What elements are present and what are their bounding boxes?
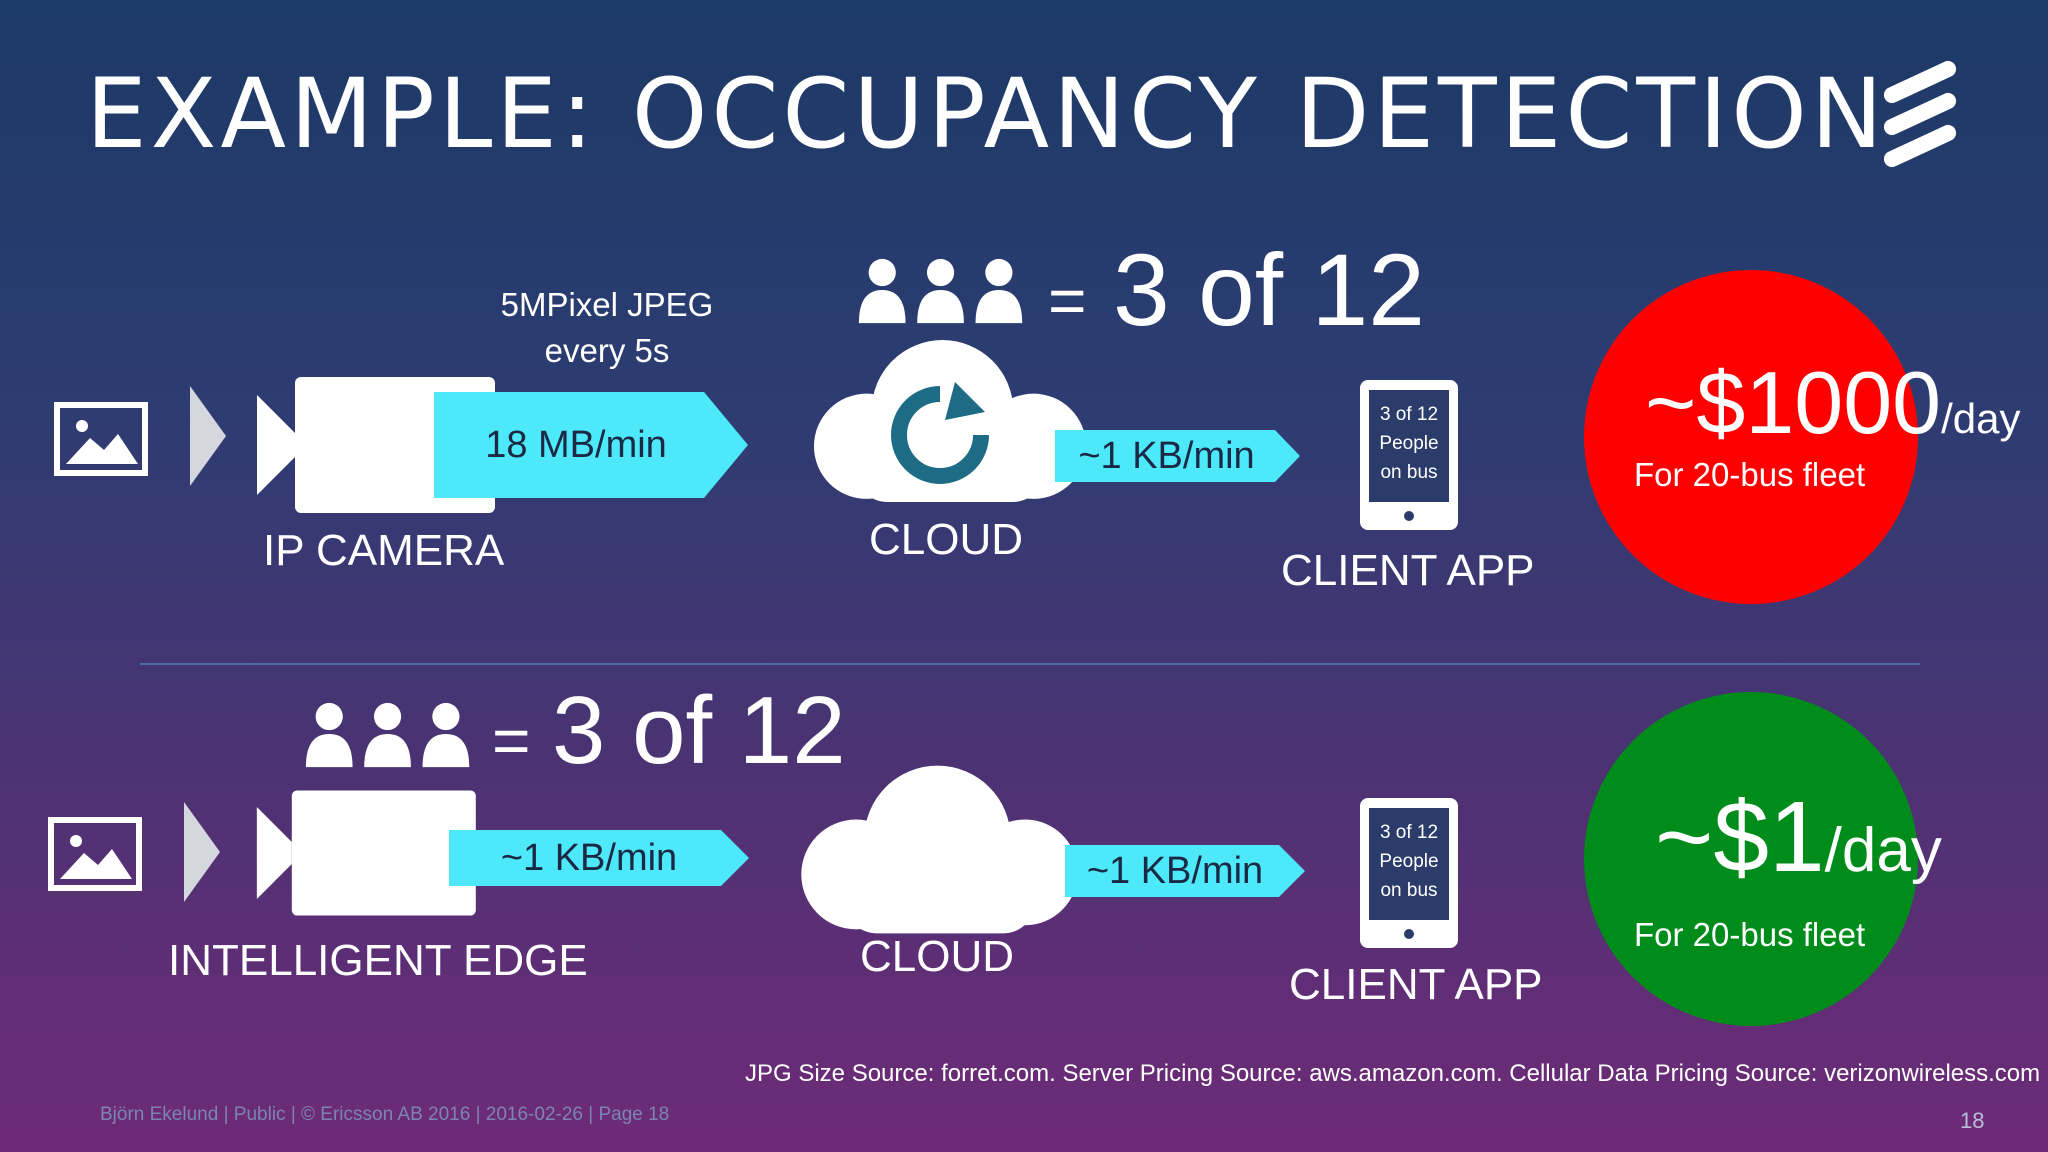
cost-amount: ~$1000 [1645, 353, 1942, 452]
arrow-label: 18 MB/min [485, 423, 667, 466]
data-arrow-cloud: ~1 KB/min [1055, 430, 1300, 482]
cost-note: For 20-bus fleet [1634, 916, 1866, 953]
data-arrow-edge: ~1 KB/min [449, 830, 749, 886]
data-arrow-cloud: ~1 KB/min [1065, 845, 1305, 897]
cost-circle-high [1584, 270, 1918, 604]
image-icon [48, 817, 142, 891]
phone-text: People [1379, 851, 1439, 872]
occupancy-count: 3 of 12 [1113, 233, 1425, 347]
chevron-right-icon [190, 386, 226, 486]
cost-unit: /day [1941, 395, 2021, 442]
cost-note: For 20-bus fleet [1634, 456, 1866, 493]
phone-home-button [1404, 929, 1414, 939]
phone-home-button [1404, 511, 1414, 521]
cost-circle-low [1584, 692, 1918, 1026]
sync-icon [891, 382, 989, 484]
cost-value: ~$1000/day [1645, 352, 2021, 454]
cost-value: ~$1/day [1655, 780, 1942, 895]
phone-screen: 3 of 12 People on bus [1369, 390, 1449, 502]
equals-sign: = [1048, 263, 1087, 337]
phone-screen: 3 of 12 People on bus [1369, 808, 1449, 920]
section-divider [140, 663, 1920, 665]
phone-icon: 3 of 12 People on bus [1360, 798, 1458, 948]
cloud-label: CLOUD [869, 515, 1024, 564]
ericsson-logo [1883, 60, 1957, 168]
ip-camera-label: IP CAMERA [263, 526, 505, 575]
slide-title: EXAMPLE: OCCUPANCY DETECTION [86, 58, 1887, 170]
cloud-icon [801, 765, 1078, 934]
people-icon [305, 702, 470, 768]
phone-text: People [1379, 433, 1439, 454]
cost-unit: /day [1824, 816, 1942, 885]
sources-note: JPG Size Source: forret.com. Server Pric… [745, 1060, 2041, 1087]
client-app-label: CLIENT APP [1289, 960, 1543, 1009]
arrow-label: ~1 KB/min [500, 836, 678, 879]
image-icon [54, 402, 148, 476]
phone-text: on bus [1380, 880, 1438, 901]
client-app-label: CLIENT APP [1281, 546, 1535, 595]
people-icon [858, 258, 1023, 324]
annotation-line: every 5s [544, 332, 670, 369]
occupancy-count: 3 of 12 [552, 677, 846, 784]
phone-icon: 3 of 12 People on bus [1360, 380, 1458, 530]
footer-meta: Björn Ekelund | Public | © Ericsson AB 2… [100, 1104, 670, 1125]
annotation-line: 5MPixel JPEG [500, 286, 714, 323]
phone-text: on bus [1380, 462, 1438, 483]
data-arrow-camera: 18 MB/min [434, 392, 748, 498]
arrow-label: ~1 KB/min [1086, 849, 1264, 892]
intelligent-edge-label: INTELLIGENT EDGE [168, 936, 588, 985]
equals-sign: = [492, 703, 531, 777]
cost-amount: ~$1 [1655, 781, 1825, 893]
phone-text: 3 of 12 [1379, 822, 1439, 843]
camera-annotation: 5MPixel JPEG every 5s [462, 282, 752, 374]
cloud-label: CLOUD [860, 932, 1015, 981]
chevron-right-icon [184, 802, 220, 902]
arrow-label: ~1 KB/min [1078, 434, 1255, 477]
camera-icon [256, 790, 476, 916]
phone-text: 3 of 12 [1379, 404, 1439, 425]
page-number: 18 [1960, 1108, 1985, 1133]
